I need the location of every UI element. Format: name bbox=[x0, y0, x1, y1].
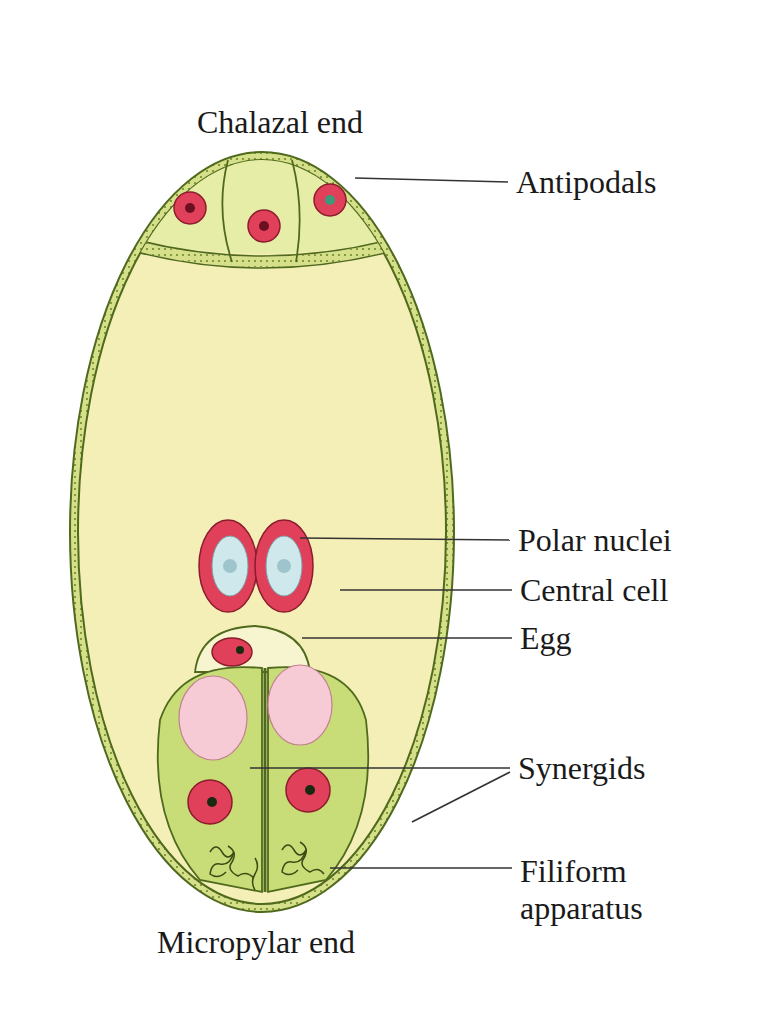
part-label: Egg bbox=[520, 620, 572, 657]
leader-lines bbox=[250, 178, 512, 868]
filiform-apparatus bbox=[210, 842, 324, 890]
part-label: Synergids bbox=[518, 750, 645, 787]
synergids bbox=[158, 665, 369, 892]
central-cell bbox=[78, 160, 446, 904]
part-label: Polar nuclei bbox=[518, 522, 672, 559]
polar-nuclei bbox=[199, 520, 313, 612]
part-label: Central cell bbox=[520, 572, 668, 609]
part-label: Filiform apparatus bbox=[520, 853, 720, 927]
end-label: Chalazal end bbox=[197, 104, 363, 141]
antipodal-nuclei bbox=[174, 184, 346, 242]
antipodal-wall bbox=[292, 160, 300, 262]
antipodal-wall bbox=[222, 160, 232, 262]
sac-wall bbox=[70, 152, 454, 912]
egg-cell bbox=[195, 626, 310, 672]
end-label: Micropylar end bbox=[157, 924, 355, 961]
part-label: Antipodals bbox=[516, 164, 656, 201]
